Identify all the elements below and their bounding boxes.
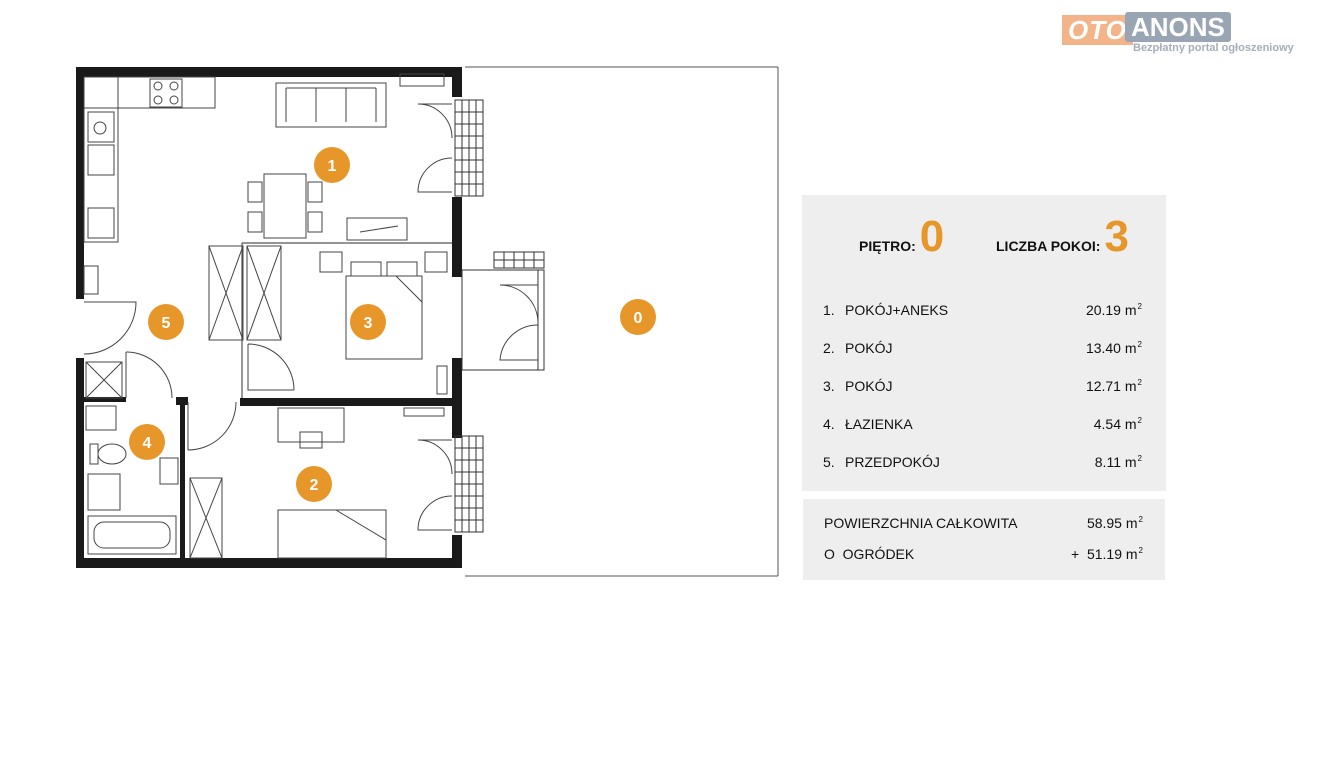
room-row: 2. POKÓJ 13.40 m2: [802, 340, 1166, 360]
room-badge-4: 4: [129, 424, 165, 460]
rooms-count-value: 3: [1104, 212, 1129, 261]
svg-text:0: 0: [634, 310, 643, 327]
room-badge-0: 0: [620, 299, 656, 335]
total-area-row: POWIERZCHNIA CAŁKOWITA 58.95 m2: [803, 515, 1165, 535]
room-badge-1: 1: [314, 147, 350, 183]
logo-oto-text: OTO: [1062, 15, 1133, 45]
total-area-label: POWIERZCHNIA CAŁKOWITA: [824, 515, 1018, 531]
floor-plan: 1 5 3 4 2 0: [76, 66, 779, 577]
total-area-value: 58.95 m2: [1086, 515, 1143, 531]
rooms-count-label: LICZBA POKOI:: [996, 238, 1101, 254]
room-number: 4.: [823, 416, 835, 432]
room-area: 8.11 m2: [1094, 454, 1142, 470]
room-badge-3: 3: [350, 304, 386, 340]
room-number: 5.: [823, 454, 835, 470]
svg-text:1: 1: [328, 158, 337, 175]
logo-tagline: Bezpłatny portal ogłoszeniowy: [1133, 42, 1294, 54]
kitchen-units: [83, 76, 216, 295]
bedroom-3-furniture: [208, 245, 448, 395]
room-name: ŁAZIENKA: [845, 416, 913, 432]
window-grids: [454, 99, 545, 533]
rooms-count-info: LICZBA POKOI: 3: [996, 212, 1129, 261]
room-name: POKÓJ+ANEKS: [845, 302, 949, 318]
bathroom-fixtures: [85, 361, 179, 555]
room-name: PRZEDPOKÓJ: [845, 454, 940, 470]
living-room-furniture: [247, 73, 445, 241]
room-name: POKÓJ: [845, 340, 893, 356]
room-row: 4. ŁAZIENKA 4.54 m2: [802, 416, 1166, 436]
partition-lines: [241, 242, 452, 398]
interior-walls: [84, 397, 455, 558]
room-badges: 1 5 3 4 2 0: [129, 147, 656, 502]
room-number: 3.: [823, 378, 835, 394]
room-area: 12.71 m2: [1085, 378, 1142, 394]
garden-area-row: O OGRÓDEK + 51.19 m2: [803, 546, 1165, 566]
svg-text:5: 5: [162, 315, 171, 332]
room-number: 2.: [823, 340, 835, 356]
logo-anons-text: ANONS: [1125, 12, 1231, 42]
svg-text:3: 3: [364, 315, 373, 332]
svg-text:4: 4: [143, 435, 152, 452]
garden-area-value: + 51.19 m2: [1070, 546, 1143, 562]
room-area: 13.40 m2: [1085, 340, 1142, 356]
garden-area-label: O OGRÓDEK: [824, 546, 915, 562]
room-badge-5: 5: [148, 304, 184, 340]
outer-walls: [76, 67, 462, 568]
room-name: POKÓJ: [845, 378, 893, 394]
room-area: 20.19 m2: [1085, 302, 1142, 318]
room-number: 1.: [823, 302, 835, 318]
garden-outline: [465, 66, 779, 577]
room-area: 4.54 m2: [1093, 416, 1142, 432]
otoanons-logo[interactable]: OTO ANONS Bezpłatny portal ogłoszeniowy: [1062, 12, 1312, 60]
total-area-panel: POWIERZCHNIA CAŁKOWITA 58.95 m2 O OGRÓDE…: [803, 499, 1165, 580]
room-summary-panel: PIĘTRO: 0 LICZBA POKOI: 3 1. POKÓJ+ANEKS…: [802, 195, 1166, 491]
floor-info: PIĘTRO: 0: [859, 212, 945, 261]
floor-label: PIĘTRO:: [859, 238, 916, 254]
svg-text:2: 2: [310, 477, 319, 494]
room-row: 1. POKÓJ+ANEKS 20.19 m2: [802, 302, 1166, 322]
door-swings: [83, 103, 539, 531]
bedroom-2-furniture: [189, 407, 445, 559]
room-row: 3. POKÓJ 12.71 m2: [802, 378, 1166, 398]
floor-value: 0: [919, 212, 945, 261]
room-badge-2: 2: [296, 466, 332, 502]
room-row: 5. PRZEDPOKÓJ 8.11 m2: [802, 454, 1166, 474]
